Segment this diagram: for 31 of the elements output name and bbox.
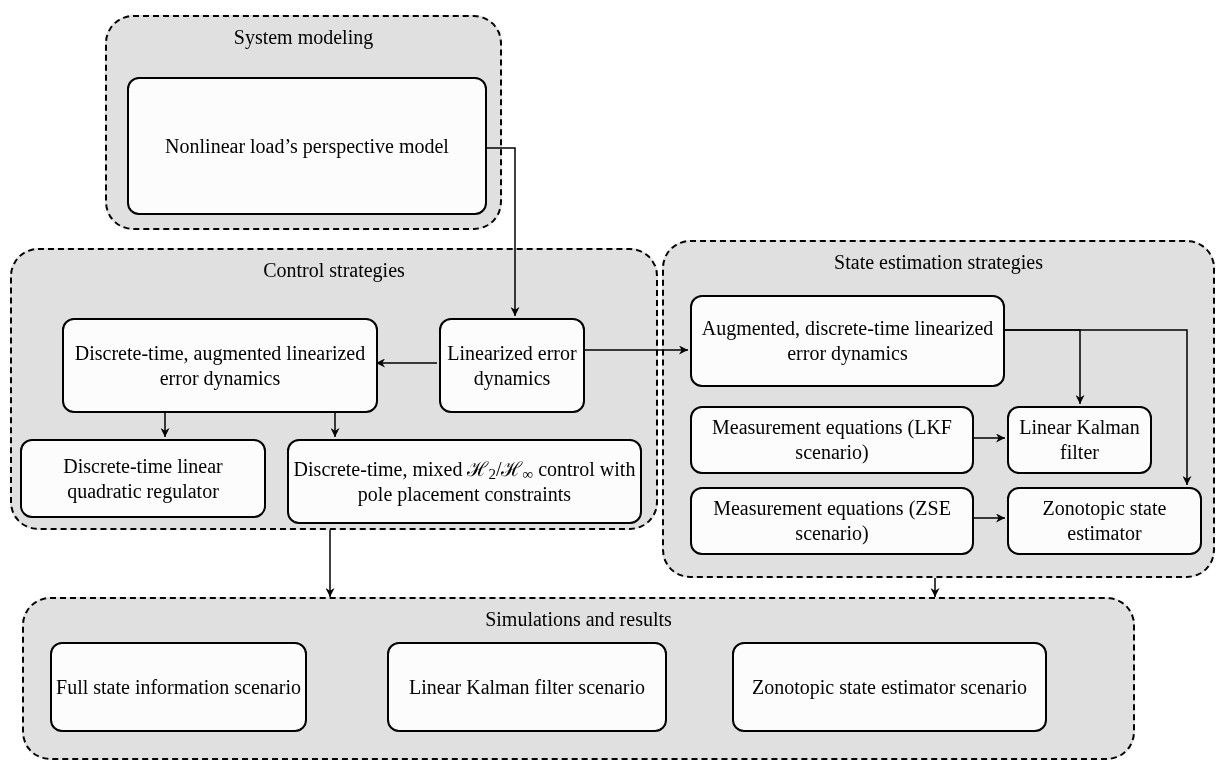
arrow bbox=[325, 529, 335, 598]
group-panel bbox=[662, 240, 1215, 578]
process-box: Discrete-time, augmented linearized error dynamics bbox=[62, 318, 378, 413]
group-panel bbox=[105, 15, 502, 230]
process-box: Linear Kalman filter scenario bbox=[387, 642, 667, 732]
group-title: Control strategies bbox=[262, 258, 406, 282]
process-box: Linearized error dynamics bbox=[439, 318, 585, 413]
group-panel bbox=[22, 597, 1135, 760]
arrow bbox=[971, 433, 1006, 443]
process-box: Discrete-time linear quadratic regulator bbox=[20, 439, 266, 518]
arrow bbox=[971, 513, 1006, 523]
process-box: Measurement equations (ZSE scenario) bbox=[690, 487, 974, 555]
process-box: Zonotopic state estimator scenario bbox=[732, 642, 1047, 732]
arrow bbox=[582, 345, 689, 355]
group-title: State estimation strategies bbox=[833, 250, 1044, 274]
group-title: System modeling bbox=[232, 25, 375, 49]
arrow bbox=[375, 358, 438, 368]
group-title: Simulations and results bbox=[484, 607, 673, 631]
arrow bbox=[484, 147, 520, 317]
arrow bbox=[160, 410, 170, 438]
process-box: Discrete-time, mixed ℋ$_{2}$/ℋ$_{∞}$ control with pole placement constraints bbox=[287, 439, 642, 524]
process-box: Augmented, discrete-time linearized error dynamics bbox=[690, 295, 1005, 387]
arrow bbox=[330, 410, 340, 438]
process-box: Measurement equations (LKF scenario) bbox=[690, 406, 974, 474]
process-box: Linear Kalman filter bbox=[1007, 406, 1152, 474]
process-box: Full state information scenario bbox=[50, 642, 307, 732]
group-panel bbox=[10, 248, 658, 530]
process-box: Zonotopic state estimator bbox=[1007, 487, 1202, 555]
arrow bbox=[1002, 329, 1192, 486]
arrow bbox=[930, 577, 940, 598]
process-box: Nonlinear load’s perspective model bbox=[127, 77, 487, 215]
